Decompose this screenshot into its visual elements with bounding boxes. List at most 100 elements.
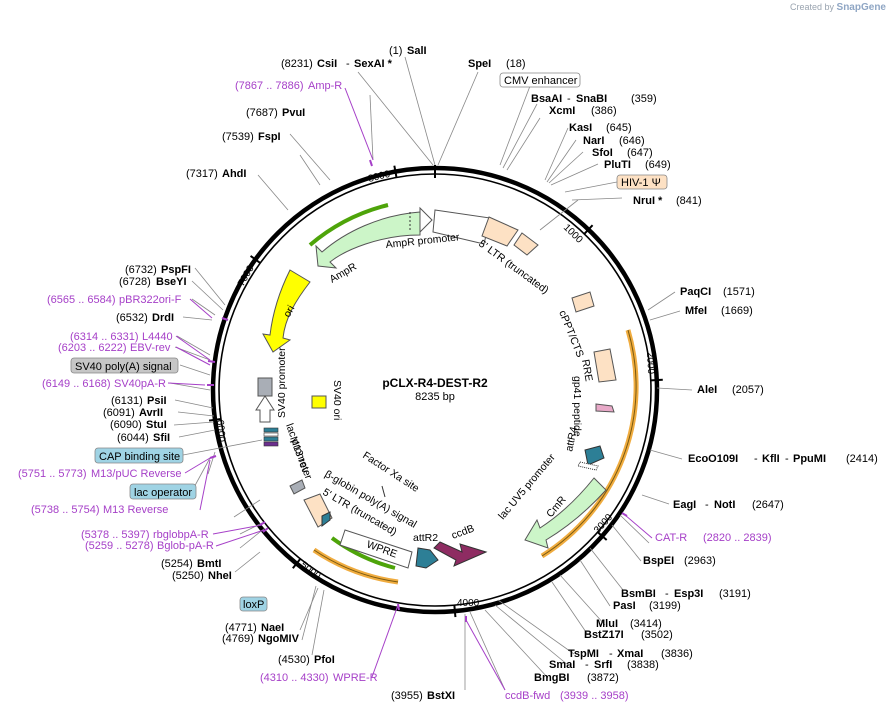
primer-catr-range: (2820 .. 2839) <box>703 532 772 544</box>
primer-ccdbfwd: ccdB-fwd <box>505 690 550 702</box>
site-drdi-pos: (6532) <box>116 312 148 324</box>
site-naei-pos: (4771) <box>225 622 257 634</box>
site-sexai: SexAI * <box>354 58 393 70</box>
primer-rbglob-range: (5378 .. 5397) <box>81 529 150 541</box>
feature-lacop: lac operator <box>134 487 192 499</box>
site-eco-dash1: - <box>754 453 758 465</box>
site-mlui: MluI <box>596 618 618 630</box>
site-tspmi: TspMI <box>568 648 599 660</box>
site-nhei-pos: (5250) <box>172 570 204 582</box>
site-bspei-pos: (2963) <box>684 555 716 567</box>
primer-sv40pa: SV40pA-R <box>114 378 166 390</box>
site-nrui: NruI * <box>633 195 663 207</box>
attr2-feature <box>415 547 439 569</box>
ltr5-feature-b <box>513 232 539 256</box>
site-xcmi-pos: (386) <box>591 105 617 117</box>
primer-leaders <box>167 87 653 691</box>
feature-label-gp41: gp41 peptide <box>571 376 583 437</box>
site-eco-pos: (2414) <box>846 453 878 465</box>
feature-label-ccdb: ccdB <box>450 523 476 542</box>
site-smai: SmaI <box>549 659 575 671</box>
feature-label-sv40-ori: SV40 ori <box>331 380 343 420</box>
site-bseyi: BseYI <box>156 276 187 288</box>
site-psii-pos: (6131) <box>111 395 143 407</box>
site-fspi: FspI <box>258 131 281 143</box>
gp41-feature <box>595 403 615 413</box>
site-csi-dash: - <box>346 58 350 70</box>
scale-tick-6000 <box>208 417 222 422</box>
site-avrii-pos: (6091) <box>103 407 135 419</box>
site-tspmi-dash: - <box>609 648 613 660</box>
hiv-label-box <box>616 174 668 190</box>
plasmid-name: pCLX-R4-DEST-R2 <box>382 376 488 390</box>
cppt-feature <box>571 291 595 313</box>
site-avrii: AvrII <box>139 407 163 419</box>
ampr-feature <box>315 211 421 269</box>
site-sfii: SfiI <box>153 432 170 444</box>
site-alei-pos: (2057) <box>732 384 764 396</box>
site-fspi-pos: (7539) <box>222 131 254 143</box>
site-eagi: EagI <box>673 499 696 511</box>
feature-sv40pa: SV40 poly(A) signal <box>75 361 172 373</box>
factorxa-mark <box>381 485 386 498</box>
site-naei: NaeI <box>261 622 284 634</box>
site-bseyi-pos: (6728) <box>119 276 151 288</box>
m13rev-feature <box>263 441 279 447</box>
site-eco-dash2: - <box>785 453 789 465</box>
scale-ticks <box>208 165 663 618</box>
site-alei: AleI <box>697 384 717 396</box>
site-ngomiv: NgoMIV <box>258 633 300 645</box>
site-csi-pos: (8231) <box>281 58 313 70</box>
site-bmgbi-pos: (3872) <box>587 672 619 684</box>
site-mlui-pos: (3414) <box>630 618 662 630</box>
primer-ticks <box>207 159 628 622</box>
primer-pbr: pBR322ori-F <box>119 294 182 306</box>
primer-l4440: L4440 <box>142 331 173 343</box>
feature-label-cppt: cPPT/CTS <box>556 309 586 359</box>
scale-tick-5000 <box>292 558 302 569</box>
sv40-ori-arrow <box>255 395 275 423</box>
ampr-promoter-arrow <box>419 206 433 234</box>
site-eagi-dash: - <box>705 499 709 511</box>
site-pspfi-pos: (6732) <box>125 264 157 276</box>
primer-bglob: Bglob-pA-R <box>157 540 214 552</box>
primer-wpre: WPRE-R <box>333 672 378 684</box>
site-drdi: DrdI <box>152 312 174 324</box>
site-nari: NarI <box>583 135 604 147</box>
sv40-promoter-feature <box>257 377 273 397</box>
primer-l4440-range: (6314 .. 6331) <box>70 331 139 343</box>
site-pasi-pos: (3199) <box>649 600 681 612</box>
cap-site-feature <box>263 427 279 433</box>
tick-label-6000: 6000 <box>214 419 227 443</box>
site-ngomiv-pos: (4769) <box>222 633 254 645</box>
ccdb-feature <box>433 541 488 567</box>
primer-rbglob: rbglobpA-R <box>153 529 209 541</box>
feature-label-ori: ori <box>281 303 297 319</box>
primer-ccdbfwd-range: (3939 .. 3958) <box>560 690 629 702</box>
primer-wpre-range: (4310 .. 4330) <box>260 672 329 684</box>
primer-ampr-range: (7867 .. 7886) <box>235 80 304 92</box>
site-bsaai: BsaAI <box>531 93 562 105</box>
scale-tick-3000 <box>596 531 608 541</box>
site-spei: SpeI <box>468 58 491 70</box>
site-psii: PsiI <box>147 395 167 407</box>
primer-m13r: M13 Reverse <box>103 504 168 516</box>
cmv-label-box <box>499 72 581 88</box>
scale-tick-2000 <box>650 378 663 382</box>
feature-hiv: HIV-1 Ψ <box>621 177 661 189</box>
site-stui: StuI <box>146 419 167 431</box>
site-sali-pos: (1) <box>389 45 402 57</box>
site-sali: SalI <box>407 45 427 57</box>
site-pasi: PasI <box>613 600 636 612</box>
site-pfoi-pos: (4530) <box>278 654 310 666</box>
tick-label-4000: 4000 <box>457 598 480 609</box>
site-ppumi: PpuMI <box>793 453 826 465</box>
site-eco: EcoO109I <box>688 453 738 465</box>
primer-m13puc-range: (5751 .. 5773) <box>18 468 87 480</box>
site-pluti: PluTI <box>604 159 631 171</box>
feature-label-m13rev: M13 rev <box>287 435 312 475</box>
feature-label-factorxa: Factor Xa site <box>360 449 421 494</box>
site-mfei-pos: (1669) <box>721 305 753 317</box>
green-arc-top <box>308 203 389 247</box>
